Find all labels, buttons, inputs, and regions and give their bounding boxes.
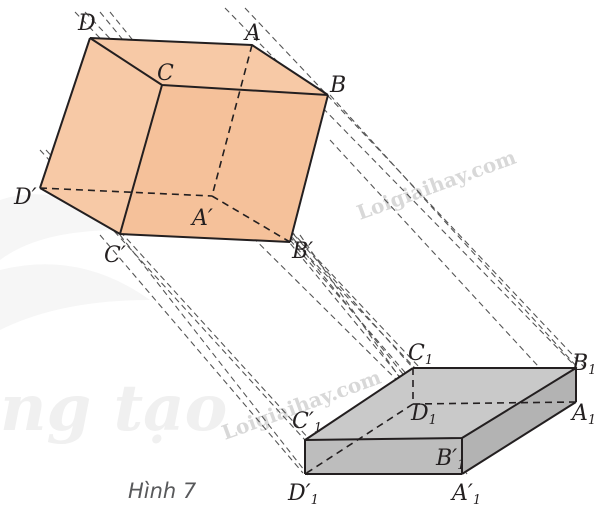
label-letter: B <box>571 351 588 376</box>
box-hidden-edge <box>304 403 414 475</box>
cube-labels: D A C B D′ A′ C′ B′ <box>13 11 346 268</box>
label-C: C <box>157 61 174 86</box>
projection-line <box>289 239 463 439</box>
label-D1: D1 <box>410 401 437 428</box>
label-A1: A1 <box>570 401 596 428</box>
figure-caption: Hình 7 <box>128 479 197 503</box>
projection-line <box>99 234 304 474</box>
label-letter: A <box>190 206 208 231</box>
label-subscript: 1 <box>457 458 465 473</box>
label-letter: C <box>104 243 121 268</box>
label-A-prime: A′ <box>190 206 213 231</box>
cube-edge <box>119 84 163 235</box>
label-C-prime: C′ <box>104 243 126 268</box>
label-prime: ′ <box>309 409 314 434</box>
label-prime: ′ <box>208 206 213 231</box>
cube-edge <box>289 94 329 243</box>
label-B1: B1 <box>571 351 596 378</box>
box-labels: C1 B1 D1 A1 C′1 B′1 D′1 A′1 <box>287 341 596 508</box>
label-prime: ′ <box>308 239 313 264</box>
box-side-face <box>462 368 576 474</box>
projection-line <box>329 94 579 369</box>
label-prime: ′ <box>452 446 457 471</box>
box-hidden-edge <box>412 401 577 405</box>
label-letter: C <box>408 341 425 366</box>
projection-line <box>244 7 586 369</box>
label-B: B <box>329 73 346 98</box>
background-text: ng tạo <box>0 371 227 446</box>
projected-box <box>304 367 577 475</box>
label-B1-prime: B′1 <box>435 446 465 473</box>
label-subscript: 1 <box>311 493 319 508</box>
label-letter: A <box>450 481 468 506</box>
label-letter: C <box>292 409 309 434</box>
label-letter: D <box>13 185 32 210</box>
label-subscript: 1 <box>314 421 322 436</box>
cube-front-face <box>120 85 328 242</box>
label-letter: A <box>570 401 588 426</box>
cube-hidden-edge <box>211 44 253 197</box>
label-A1-prime: A′1 <box>450 481 481 508</box>
label-letter: B <box>291 239 308 264</box>
box-edge <box>461 401 577 475</box>
label-D1-prime: D′1 <box>287 481 319 508</box>
background-swoosh <box>0 264 150 330</box>
label-C1: C1 <box>408 341 433 368</box>
label-prime: ′ <box>32 185 37 210</box>
label-D: D <box>77 11 96 36</box>
label-subscript: 1 <box>588 413 596 428</box>
cube-edge <box>39 37 91 189</box>
label-C1-prime: C′1 <box>292 409 322 436</box>
cube-hidden-edge <box>39 187 213 197</box>
cube-hidden-edge <box>211 195 291 243</box>
label-prime: ′ <box>306 481 311 506</box>
label-subscript: 1 <box>429 413 437 428</box>
label-letter: D <box>287 481 306 506</box>
projection-line <box>119 234 309 476</box>
box-front-face <box>305 438 462 474</box>
label-subscript: 1 <box>425 353 433 368</box>
label-A: A <box>243 21 261 46</box>
label-subscript: 1 <box>473 493 481 508</box>
watermark: Loigiaihay.com <box>354 145 520 225</box>
label-prime: ′ <box>121 243 126 268</box>
cube-edge <box>39 187 291 243</box>
cube <box>39 37 329 243</box>
label-D-prime: D′ <box>13 185 37 210</box>
label-letter: D <box>410 401 429 426</box>
label-subscript: 1 <box>588 363 596 378</box>
label-letter: B <box>435 446 452 471</box>
label-prime: ′ <box>468 481 473 506</box>
label-B-prime: B′ <box>291 239 313 264</box>
